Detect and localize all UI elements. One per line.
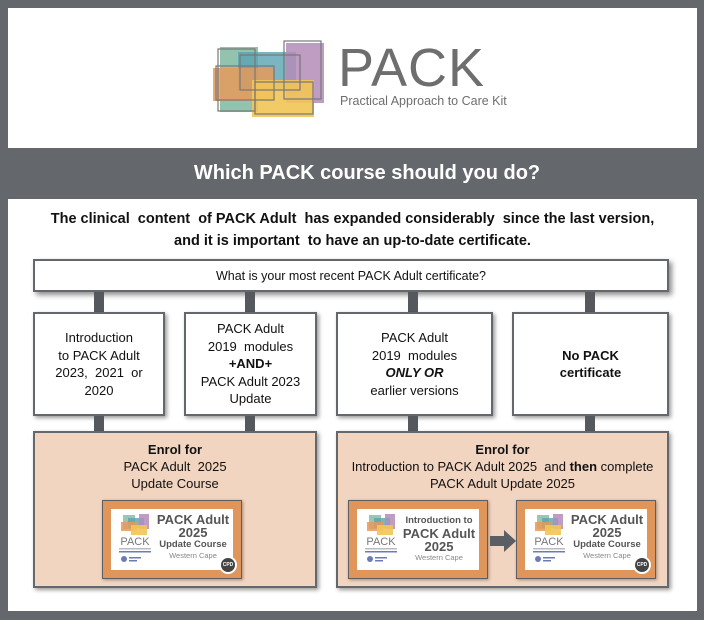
option-text: PACK Adult 2023 — [200, 373, 301, 389]
pack-logo-mark-icon: PACK — [533, 514, 565, 562]
connector — [94, 292, 104, 312]
connector — [585, 416, 595, 431]
cpd-badge: CPD — [633, 556, 651, 574]
outcome-heading: Enrol for — [147, 442, 203, 457]
page-title: Which PACK course should you do? — [193, 162, 541, 184]
cpd-badge: CPD — [219, 556, 237, 574]
card-subtitle: Update Course — [573, 539, 641, 550]
outcome-text-bold: then — [569, 459, 598, 474]
svg-text:PACK: PACK — [120, 536, 150, 548]
card-year: 2025 — [592, 525, 622, 540]
intro-line-1: The clinical content of PACK Adult has e… — [50, 211, 655, 227]
outcome-text: Introduction to PACK Adult 2025 and then… — [338, 458, 667, 475]
connector — [94, 416, 104, 431]
option-text: 2019 modules — [371, 347, 458, 363]
connector — [585, 292, 595, 312]
course-card-intro-2025[interactable]: PACK Introduction to PACK Adult 2025 Wes… — [348, 500, 488, 579]
connector — [245, 292, 255, 312]
option-text: 2020 — [84, 382, 114, 398]
question-box: What is your most recent PACK Adult cert… — [33, 259, 669, 292]
option-text: 2023, 2021 or — [55, 365, 143, 380]
pack-logo-mark-icon: PACK — [365, 514, 397, 562]
svg-text:PACK: PACK — [366, 536, 396, 548]
outcome-text-post: complete — [597, 459, 654, 474]
option-text: No PACK — [562, 347, 619, 363]
logo-tagline: Practical Approach to Care Kit — [340, 94, 507, 108]
option-text: PACK Adult — [217, 321, 284, 337]
option-2019-and-2023-update[interactable]: PACK Adult 2019 modules +AND+ PACK Adult… — [184, 312, 317, 416]
right-arrow-icon — [490, 530, 516, 552]
pack-logo: PACK Practical Approach to Care Kit — [210, 38, 510, 120]
title-band: Which PACK course should you do? — [0, 148, 704, 199]
outcome-text-pre: Introduction to PACK Adult 2025 and — [351, 459, 570, 474]
card-region: Western Cape — [169, 551, 217, 560]
option-emphasis: ONLY OR — [385, 365, 444, 380]
svg-text:PACK: PACK — [534, 536, 564, 548]
option-text: certificate — [559, 365, 622, 380]
card-region: Western Cape — [583, 551, 631, 560]
option-text: earlier versions — [370, 382, 459, 398]
outcome-text: PACK Adult Update 2025 — [429, 476, 576, 491]
option-no-certificate[interactable]: No PACK certificate — [512, 312, 669, 416]
option-text: 2019 modules — [207, 338, 294, 354]
option-emphasis: +AND+ — [228, 356, 273, 372]
logo-wordmark: PACK — [338, 38, 486, 98]
option-2019-only-or-earlier[interactable]: PACK Adult 2019 modules ONLY OR earlier … — [336, 312, 493, 416]
card-year: 2025 — [424, 539, 454, 554]
option-intro-2023-2021-2020[interactable]: Introduction to PACK Adult 2023, 2021 or… — [33, 312, 165, 416]
pack-logo-mark-icon — [213, 40, 324, 117]
card-year: 2025 — [178, 525, 208, 540]
card-region: Western Cape — [415, 553, 463, 562]
option-text: to PACK Adult — [58, 347, 140, 363]
logo-panel — [8, 8, 697, 148]
card-subtitle: Update Course — [159, 539, 227, 550]
outcome-text: PACK Adult 2025 — [123, 459, 227, 474]
card-title: PACK Adult — [156, 512, 230, 527]
intro-line-2: and it is important to have an up-to-dat… — [174, 233, 531, 249]
outcome-text: Update Course — [131, 476, 219, 491]
course-card-update-2025-second[interactable]: PACK PACK Adult 2025 Update Course Weste… — [516, 500, 656, 579]
outcome-heading: Enrol for — [475, 442, 530, 457]
intro-text: The clinical content of PACK Adult has e… — [8, 208, 697, 252]
option-text: PACK Adult — [381, 330, 448, 345]
connector — [408, 416, 418, 431]
option-text: Introduction — [65, 330, 133, 345]
connector — [408, 292, 418, 312]
option-text: Update — [229, 391, 272, 407]
connector — [245, 416, 255, 431]
card-title: PACK Adult — [570, 512, 644, 527]
pack-logo-mark-icon: PACK — [119, 514, 151, 562]
card-title: PACK Adult — [402, 526, 476, 541]
course-card-update-2025[interactable]: PACK PACK Adult 2025 Update Course Weste… — [102, 500, 242, 579]
card-pretitle: Introduction to — [405, 515, 473, 526]
